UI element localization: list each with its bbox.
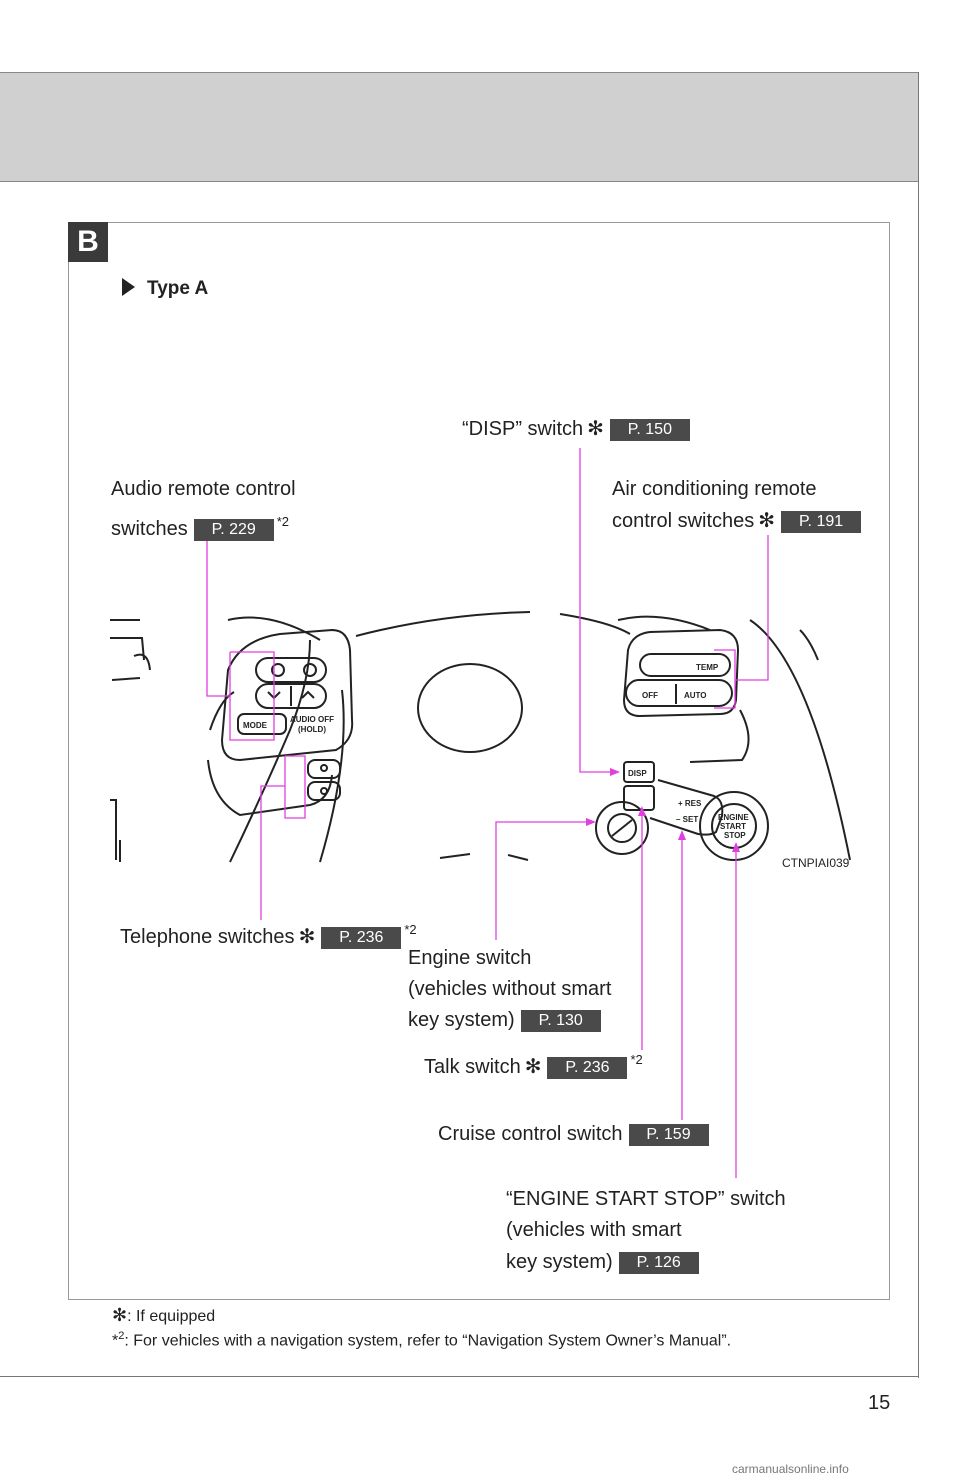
right-rule: [918, 72, 919, 1378]
footnote-mark-2: 2: [409, 922, 417, 937]
temp-label: TEMP: [696, 663, 719, 672]
if-equipped-star-icon: ✻: [112, 1305, 128, 1325]
audio-callout-line1: Audio remote control: [111, 478, 296, 500]
if-equipped-star-icon: ✻: [758, 510, 776, 532]
steering-wheel-diagram: MODE AUDIO OFF (HOLD) DISP TEMP OFF AUTO…: [110, 611, 851, 863]
engine-page-ref[interactable]: P. 130: [520, 1009, 601, 1032]
air-callout: control switches✻P. 191: [612, 506, 862, 537]
ess-callout: key system)P. 126: [506, 1247, 699, 1278]
play-arrow-icon: [122, 278, 135, 296]
auto-label: AUTO: [684, 691, 707, 700]
footnote-mark-2: 2: [281, 514, 289, 529]
air-bracket: [714, 649, 736, 709]
audio-callout-text: switches: [111, 518, 188, 540]
engine-label: ENGINE: [718, 813, 749, 822]
watermark: carmanualsonline.info: [732, 1462, 849, 1476]
disp-button-label: DISP: [628, 769, 647, 778]
cruise-callout-text: Cruise control switch: [438, 1123, 623, 1145]
footnote-asterisk: *: [276, 514, 282, 529]
section-panel: [68, 222, 890, 1300]
engine-callout: key system)P. 130: [408, 1005, 601, 1036]
disp-callout-text: “DISP” switch: [462, 418, 584, 440]
disp-callout: “DISP” switch✻P. 150: [462, 414, 690, 445]
start-label: START: [720, 822, 746, 831]
ess-callout-text: key system): [506, 1251, 613, 1273]
volume-down-icon: [271, 663, 285, 677]
talk-callout-text: Talk switch: [424, 1056, 521, 1078]
mode-button-label: MODE: [243, 721, 268, 730]
air-leader: [735, 535, 769, 681]
audio-bracket: [229, 651, 275, 741]
phone-on-hook-icon: [320, 787, 328, 795]
chevron-up-icon: [301, 690, 315, 699]
disp-leader: [579, 448, 612, 773]
telephone-leader: [260, 785, 285, 920]
section-tab: B: [68, 222, 108, 262]
audio-leader: [206, 535, 230, 697]
engine-callout-text: key system): [408, 1009, 515, 1031]
header-band: [0, 72, 919, 182]
set-label: – SET: [676, 815, 698, 824]
type-label: Type A: [122, 278, 208, 300]
engine-callout-line2: (vehicles without smart: [408, 978, 612, 1000]
off-label: OFF: [642, 691, 658, 700]
air-callout-text: control switches: [612, 510, 755, 532]
ess-page-ref[interactable]: P. 126: [618, 1251, 699, 1274]
footnote-equipped: ✻: If equipped: [112, 1306, 215, 1326]
footnote-mark-2: 2: [118, 1330, 125, 1342]
ess-callout-line2: (vehicles with smart: [506, 1219, 682, 1241]
telephone-page-ref[interactable]: P. 236: [321, 926, 402, 949]
footnote-asterisk: *: [404, 922, 410, 937]
footnote-nav: *2: For vehicles with a navigation syste…: [112, 1327, 731, 1350]
volume-up-icon: [303, 663, 317, 677]
footnote-mark-2: 2: [635, 1052, 643, 1067]
ess-callout-line1: “ENGINE START STOP” switch: [506, 1188, 786, 1210]
footnote-nav-text: : For vehicles with a navigation system,…: [124, 1332, 732, 1350]
cruise-page-ref[interactable]: P. 159: [628, 1123, 709, 1146]
footnote-asterisk: *: [630, 1052, 636, 1067]
telephone-callout: Telephone switches✻P. 236*2: [120, 914, 417, 953]
type-label-text: Type A: [147, 278, 209, 299]
talk-callout: Talk switch✻P. 236*2: [424, 1044, 643, 1083]
air-callout-line1: Air conditioning remote: [612, 478, 817, 500]
talk-page-ref[interactable]: P. 236: [547, 1056, 628, 1079]
page-number: 15: [868, 1392, 891, 1414]
if-equipped-star-icon: ✻: [524, 1056, 542, 1078]
engine-callout-line1: Engine switch: [408, 947, 532, 969]
if-equipped-star-icon: ✻: [298, 926, 316, 948]
phone-off-hook-icon: [320, 764, 328, 772]
diagram-code: CTNPIAI039: [782, 856, 850, 870]
if-equipped-star-icon: ✻: [587, 418, 604, 440]
air-page-ref[interactable]: P. 191: [781, 510, 862, 533]
disp-page-ref[interactable]: P. 150: [609, 418, 690, 441]
hold-label: (HOLD): [298, 725, 326, 734]
audio-page-ref[interactable]: P. 229: [193, 518, 274, 541]
res-label: + RES: [678, 799, 702, 808]
engine-leader: [495, 821, 592, 940]
telephone-callout-text: Telephone switches: [120, 926, 295, 948]
stop-label: STOP: [724, 831, 746, 840]
footnote-equipped-text: : If equipped: [127, 1308, 216, 1325]
telephone-bracket: [284, 755, 306, 819]
bottom-rule: [0, 1376, 919, 1377]
footnote-asterisk: *: [112, 1332, 119, 1350]
audio-off-label: AUDIO OFF: [290, 715, 334, 724]
